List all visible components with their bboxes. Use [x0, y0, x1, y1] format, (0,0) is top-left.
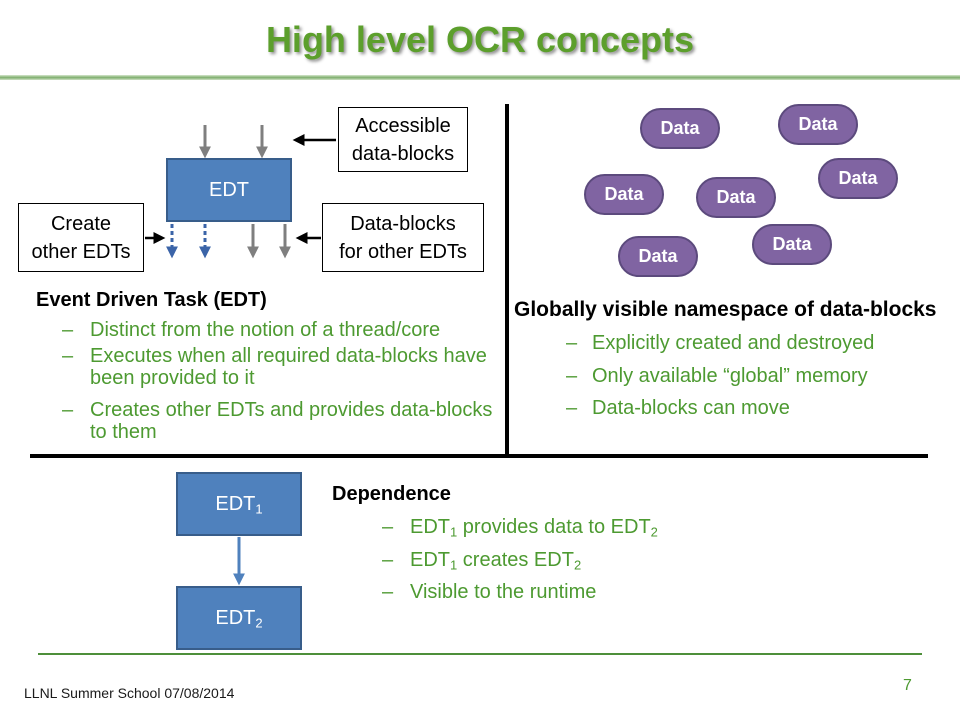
accessible-box-line: data-blocks [351, 142, 455, 165]
namespace-bullet-text: Data-blocks can move [592, 397, 790, 419]
page-number: 7 [903, 677, 912, 694]
data-block: Data [618, 236, 698, 277]
bullet-dash: – [62, 319, 74, 341]
edt-bullet-text: Creates other EDTs and provides data-blo… [90, 399, 493, 443]
bullet-part: EDT [410, 516, 450, 538]
bullet-dash: – [566, 397, 578, 419]
dependence-bullet: – EDT1 creates EDT2 [382, 549, 902, 571]
edt-section-heading: Event Driven Task (EDT) [36, 289, 267, 311]
dependence-bullet-text: EDT1 creates EDT2 [410, 549, 902, 571]
namespace-bullet: – Explicitly created and destroyed [566, 332, 946, 354]
data-block-label: Data [660, 118, 700, 138]
bullet-subscript: 1 [450, 557, 458, 573]
bullet-dash: – [382, 549, 394, 571]
data-block: Data [696, 177, 776, 218]
bullet-dash: – [62, 345, 74, 367]
bullet-dash: – [566, 365, 578, 387]
edt1-box: EDT1 [176, 472, 302, 536]
create-other-edts-box: Create other EDTs [18, 203, 144, 272]
edt-label: EDT [209, 178, 249, 201]
bullet-dash: – [382, 581, 394, 603]
edt-bullet: – Distinct from the notion of a thread/c… [62, 319, 502, 341]
namespace-bullet: – Data-blocks can move [566, 397, 946, 419]
bullet-part: creates EDT [457, 549, 574, 571]
bullet-part: EDT [410, 549, 450, 571]
title-rule [0, 75, 960, 80]
bullet-subscript: 2 [573, 557, 582, 573]
edt2-label-base: EDT [215, 606, 256, 629]
bullet-dash: – [382, 516, 394, 538]
data-block: Data [778, 104, 858, 145]
data-blocks-box-line: for other EDTs [339, 240, 467, 263]
bullet-subscript: 2 [650, 524, 658, 540]
namespace-section-heading: Globally visible namespace of data-block… [514, 298, 937, 321]
bullet-subscript: 1 [450, 524, 458, 540]
edt-bullet-text: Executes when all required data-blocks h… [90, 345, 487, 389]
data-blocks-box-line: Data-blocks [350, 212, 456, 235]
edt-bullet-text: Distinct from the notion of a thread/cor… [90, 319, 441, 341]
dependence-bullet-text: EDT1 provides data to EDT2 [410, 516, 902, 538]
dependence-bullet-text: Visible to the runtime [410, 581, 597, 603]
bullet-part: provides data to EDT [457, 516, 651, 538]
data-block-label: Data [838, 168, 878, 188]
data-block: Data [752, 224, 832, 265]
data-block-label: Data [798, 114, 838, 134]
dependence-bullet: – EDT1 provides data to EDT2 [382, 516, 902, 538]
footer-text: LLNL Summer School 07/08/2014 [24, 685, 235, 701]
bullet-dash: – [566, 332, 578, 354]
create-box-line: Create [50, 212, 112, 235]
data-block: Data [584, 174, 664, 215]
accessible-box-line: Accessible [355, 114, 451, 137]
create-box-line: other EDTs [31, 240, 131, 263]
edt-bullet: – Creates other EDTs and provides data-b… [62, 399, 502, 443]
data-block: Data [640, 108, 720, 149]
namespace-bullet: – Only available “global” memory [566, 365, 946, 387]
data-blocks-for-other-edts-box: Data-blocks for other EDTs [322, 203, 484, 272]
accessible-data-blocks-box: Accessible data-blocks [338, 107, 468, 172]
namespace-bullet-text: Only available “global” memory [592, 365, 868, 387]
slide-title: High level OCR concepts [265, 19, 695, 60]
edt1-label-base: EDT [215, 492, 256, 515]
edt-bullet: – Executes when all required data-blocks… [62, 345, 502, 389]
data-block-label: Data [604, 184, 644, 204]
edt1-label: EDT1 [215, 493, 262, 516]
edt2-label: EDT2 [215, 607, 262, 630]
data-block-label: Data [772, 234, 812, 254]
data-block: Data [818, 158, 898, 199]
namespace-bullet-text: Explicitly created and destroyed [592, 332, 875, 354]
dependence-heading: Dependence [332, 483, 451, 505]
edt2-label-subscript: 2 [255, 614, 263, 630]
edt1-label-subscript: 1 [255, 500, 263, 516]
data-block-label: Data [638, 246, 678, 266]
data-block-label: Data [716, 187, 756, 207]
edt2-box: EDT2 [176, 586, 302, 650]
bullet-dash: – [62, 399, 74, 421]
edt-box: EDT [166, 158, 292, 222]
dependence-bullet: – Visible to the runtime [382, 581, 902, 603]
